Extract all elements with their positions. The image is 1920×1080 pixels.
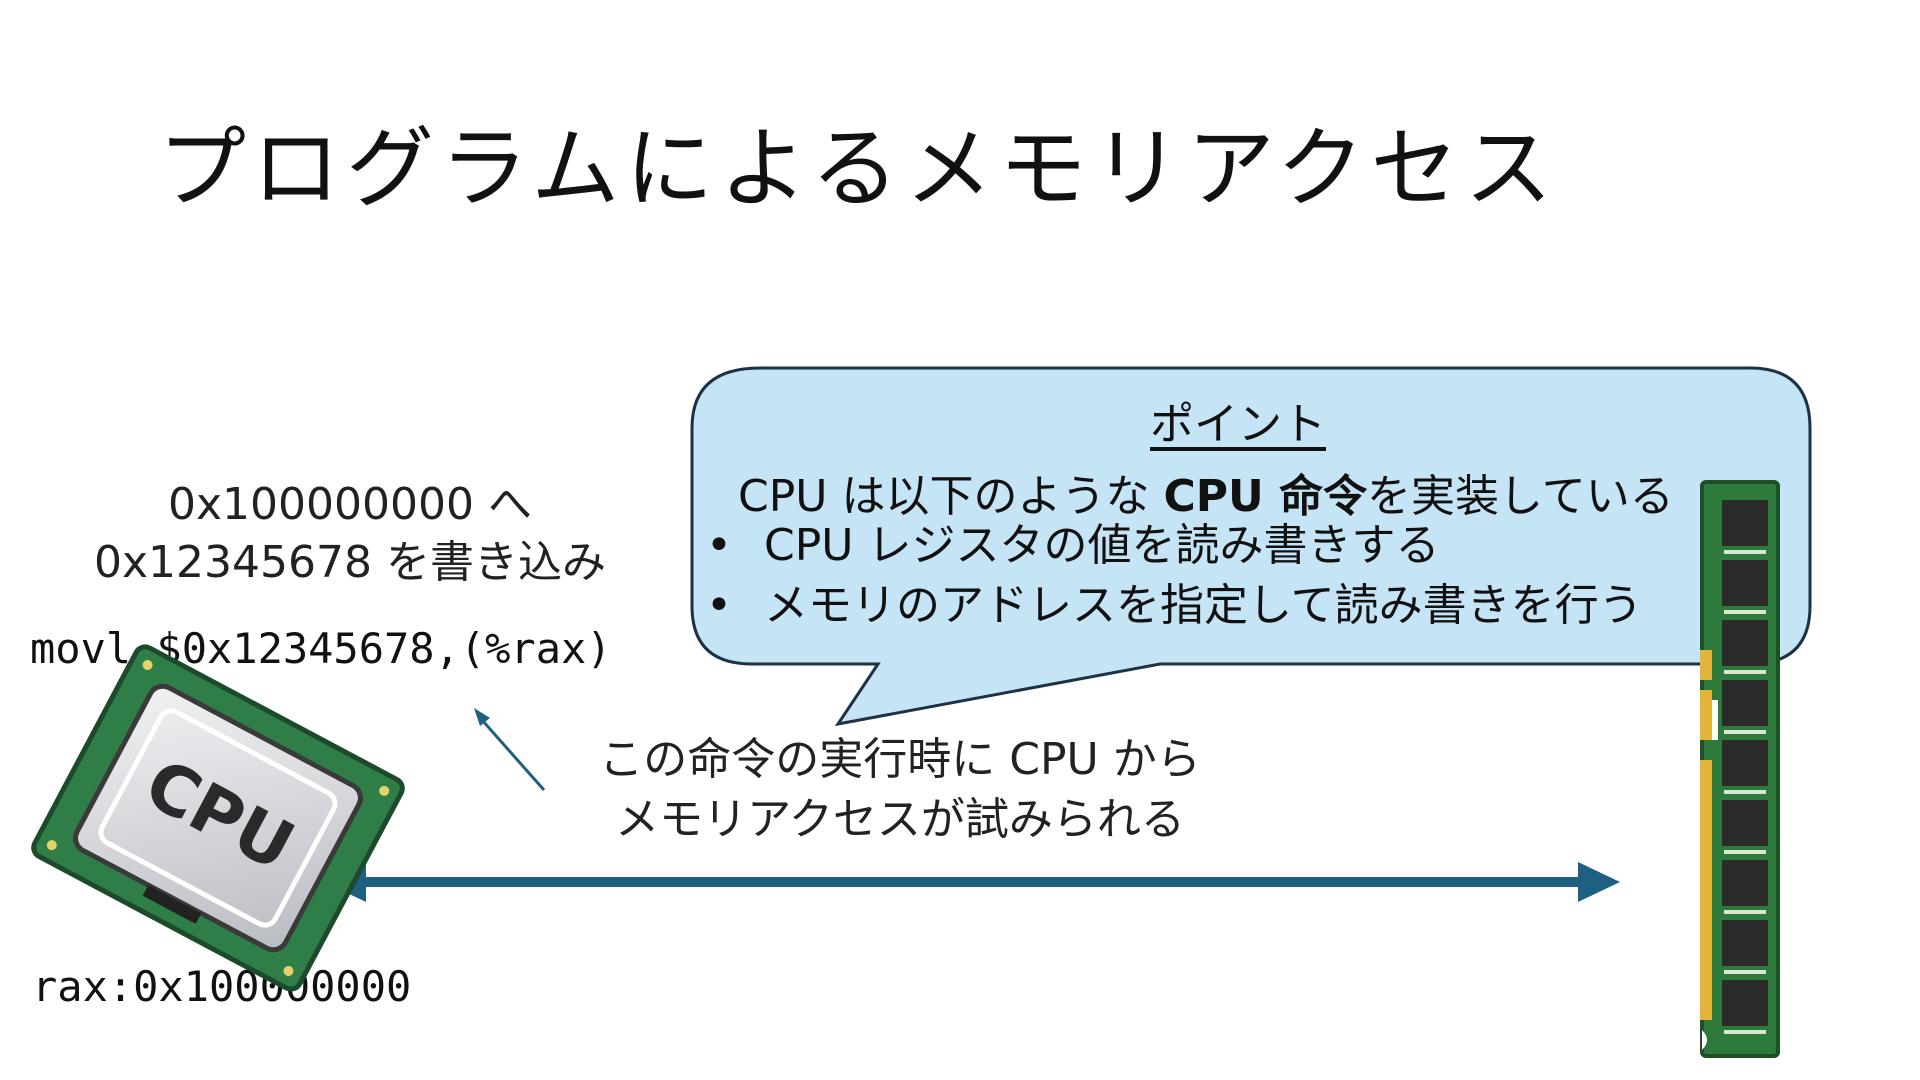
- execution-note-line2: メモリアクセスが試みられる: [615, 794, 1185, 845]
- list-item-text: メモリのアドレスを指定して読み書きを行う: [764, 580, 1643, 631]
- list-item: • メモリのアドレスを指定して読み書きを行う: [700, 576, 1643, 636]
- callout-heading: ポイント: [1150, 399, 1326, 450]
- execution-note-line1: この命令の実行時に CPU から: [599, 734, 1201, 785]
- callout-lead-text: CPU は以下のような: [738, 471, 1164, 522]
- page-title: プログラムによるメモリアクセス: [158, 117, 1559, 220]
- callout-bubble: [690, 366, 1812, 727]
- callout-list: • CPU レジスタの値を読み書きする • メモリのアドレスを指定して読み書きを行う: [700, 516, 1643, 636]
- register-value: rax:0x100000000: [32, 962, 412, 1011]
- memory-module-icon: [1700, 480, 1780, 1058]
- bullet-marker: •: [706, 580, 732, 631]
- bullet-marker: •: [706, 520, 732, 571]
- callout-lead-emphasis: CPU 命令: [1163, 471, 1368, 522]
- pointer-arrow: [474, 708, 546, 791]
- cpu-chip-icon: CPU: [31, 644, 405, 992]
- list-item: • CPU レジスタの値を読み書きする: [700, 516, 1643, 576]
- write-description-line2: 0x12345678 を書き込み: [94, 537, 606, 588]
- execution-note: この命令の実行時に CPU から メモリアクセスが試みられる: [540, 730, 1260, 850]
- list-item-text: CPU レジスタの値を読み書きする: [764, 520, 1440, 571]
- callout-lead-tail: を実装している: [1367, 471, 1674, 522]
- write-description-line1: 0x100000000 へ: [168, 479, 532, 530]
- write-description: 0x100000000 へ 0x12345678 を書き込み: [60, 476, 640, 592]
- callout-lead: CPU は以下のような CPU 命令を実装している: [738, 460, 1674, 524]
- memory-access-arrow: [324, 862, 1620, 902]
